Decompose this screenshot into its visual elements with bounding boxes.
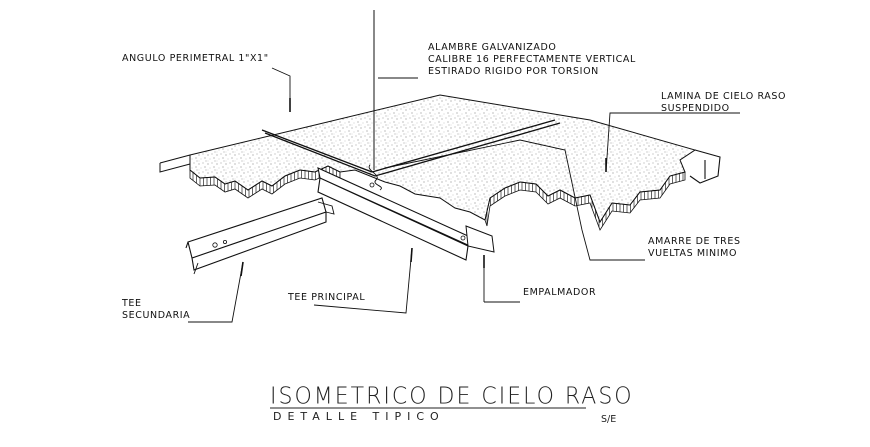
perimeter-angle-left [159,154,191,173]
secondary-tee [185,197,327,271]
main-tee-end [465,225,495,253]
label-empalmador: EMPALMADOR [523,287,597,298]
ceiling-panel-surface [189,94,697,224]
label-amarre-1: AMARRE DE TRES [648,236,741,247]
main-tee-top [261,119,561,177]
label-lamina-1: LAMINA DE CIELO RASO [661,91,787,102]
drawing-title: ISOMETRICO DE CIELO RASO [270,383,634,410]
label-alambre-2: CALIBRE 16 PERFECTAMENTE VERTICAL [428,54,636,65]
panel-edge-right [484,171,686,231]
label-alambre-3: ESTIRADO RIGIDO POR TORSION [428,66,599,77]
label-angulo-perimetral: ANGULO PERIMETRAL 1"X1" [122,53,269,64]
leader-lines [188,67,740,323]
label-amarre-2: VUELTAS MINIMO [648,248,738,259]
label-alambre-1: ALAMBRE GALVANIZADO [428,42,557,53]
label-tee-secundaria-1: TEE [122,298,142,309]
scale-note: S/E [601,414,617,425]
label-tee-secundaria-2: SECUNDARIA [122,310,191,321]
main-tee-profile [317,167,471,261]
drawing-subtitle: DETALLE TIPICO [273,410,445,423]
perimeter-angle-right [689,149,721,184]
label-tee-principal: TEE PRINCIPAL [288,292,366,303]
label-lamina-2: SUSPENDIDO [661,103,730,114]
